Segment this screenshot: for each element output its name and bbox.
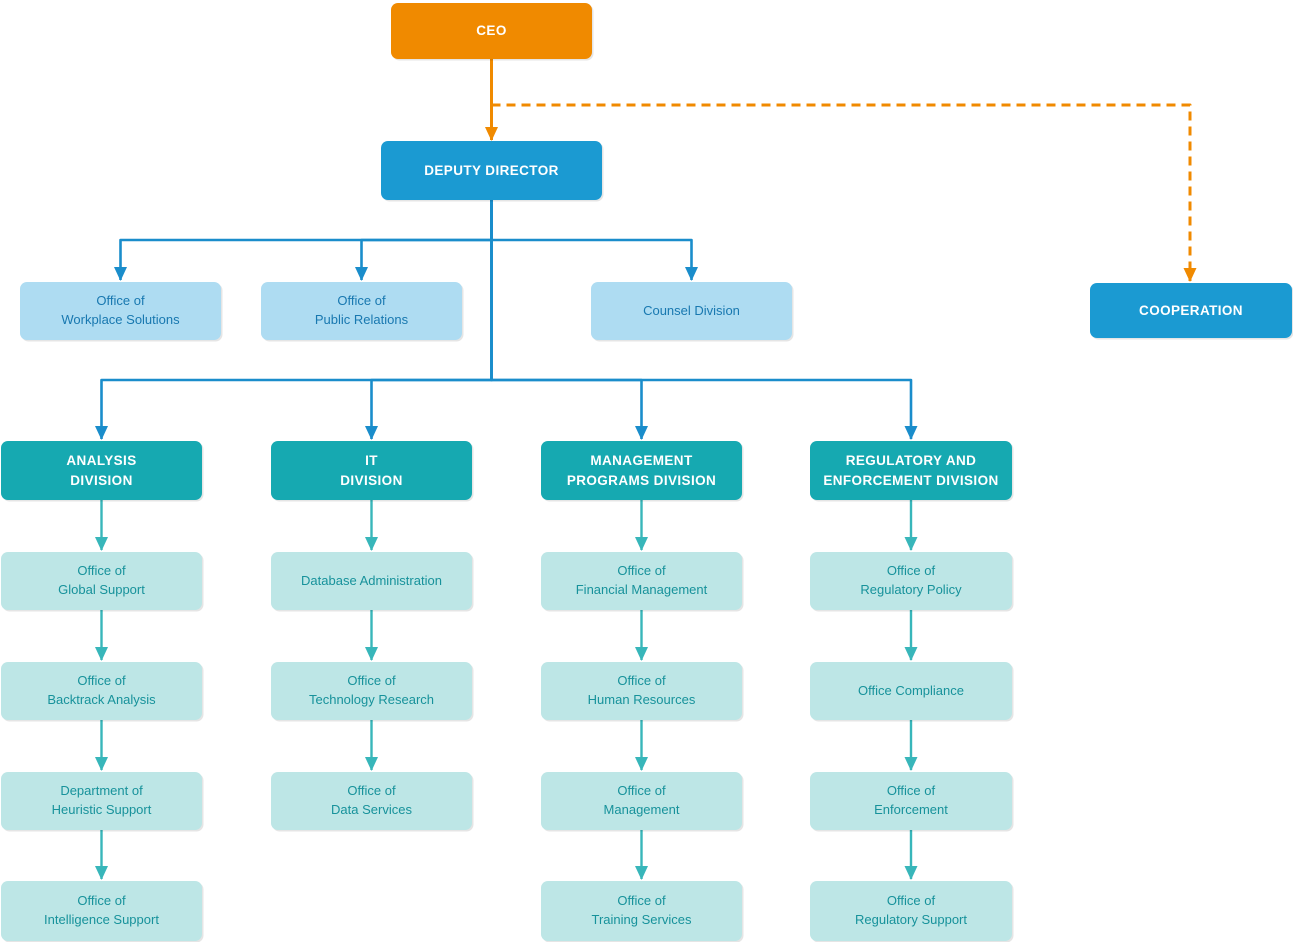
node-office-financial-management: Office of Financial Management	[541, 552, 742, 610]
node-department-heuristic-support: Department of Heuristic Support	[1, 772, 202, 830]
node-management-programs-division: MANAGEMENT PROGRAMS DIVISION	[541, 441, 742, 500]
node-office-human-resources: Office of Human Resources	[541, 662, 742, 720]
node-office-management: Office of Management	[541, 772, 742, 830]
edge-ceo--cooperation	[491, 103, 1197, 282]
node-it-division: IT DIVISION	[271, 441, 472, 500]
node-ceo: CEO	[391, 3, 592, 59]
node-deputy-director: DEPUTY DIRECTOR	[381, 141, 602, 200]
node-office-backtrack-analysis: Office of Backtrack Analysis	[1, 662, 202, 720]
node-analysis-division: ANALYSIS DIVISION	[1, 441, 202, 500]
node-office-intelligence-support: Office of Intelligence Support	[1, 881, 202, 941]
edge-deputy-director--regulatory-enforcement-division	[490, 200, 918, 440]
edge-deputy-director--office-public-relations	[355, 200, 493, 281]
node-office-training-services: Office of Training Services	[541, 881, 742, 941]
node-office-technology-research: Office of Technology Research	[271, 662, 472, 720]
node-counsel-division: Counsel Division	[591, 282, 792, 340]
node-office-global-support: Office of Global Support	[1, 552, 202, 610]
node-cooperation: COOPERATION	[1090, 283, 1292, 338]
node-office-regulatory-policy: Office of Regulatory Policy	[810, 552, 1012, 610]
node-office-enforcement: Office of Enforcement	[810, 772, 1012, 830]
node-regulatory-enforcement-division: REGULATORY AND ENFORCEMENT DIVISION	[810, 441, 1012, 500]
node-office-regulatory-support: Office of Regulatory Support	[810, 881, 1012, 941]
edge-deputy-director--counsel-division	[490, 200, 698, 281]
node-office-public-relations: Office of Public Relations	[261, 282, 462, 340]
node-office-workplace-solutions: Office of Workplace Solutions	[20, 282, 221, 340]
node-database-administration: Database Administration	[271, 552, 472, 610]
node-office-data-services: Office of Data Services	[271, 772, 472, 830]
node-office-compliance: Office Compliance	[810, 662, 1012, 720]
